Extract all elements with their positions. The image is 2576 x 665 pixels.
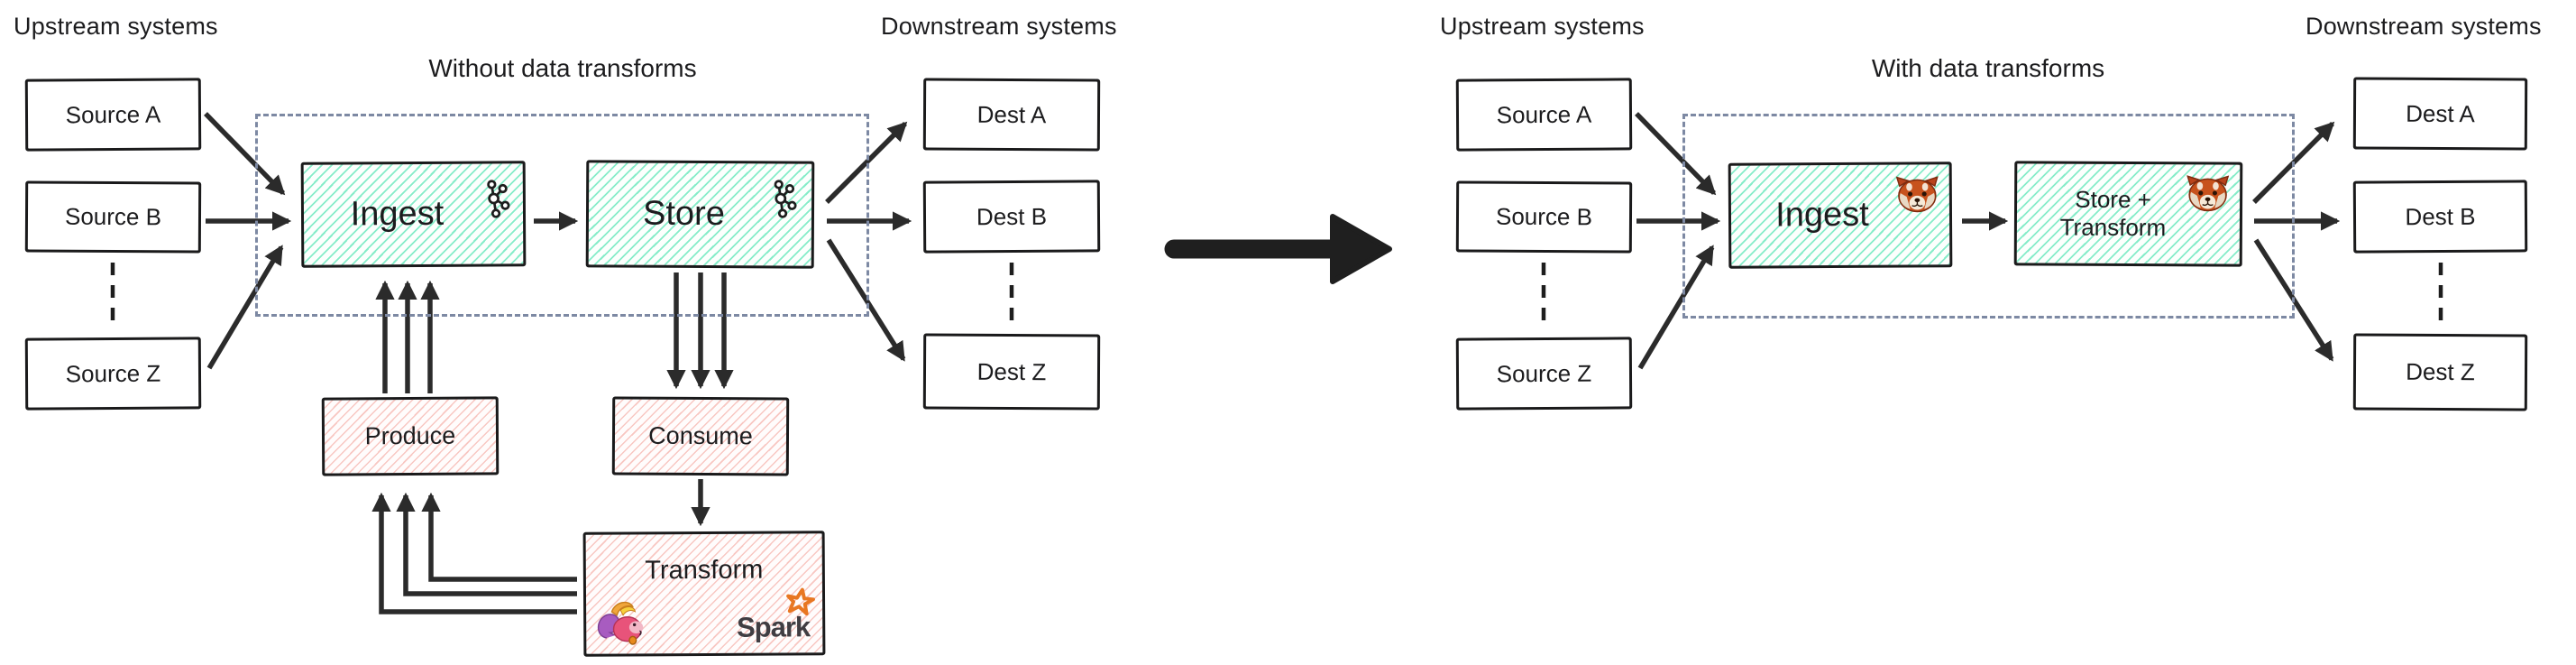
diagram-title-right: With data transforms (1871, 54, 2105, 82)
source-z-label-left: Source Z (65, 359, 161, 387)
kafka-icon (487, 180, 510, 218)
upstream-systems-label-left: Upstream systems (14, 13, 218, 40)
pipeline-boundary-right (1682, 114, 2295, 319)
store-transform-label-line2: Transform (2059, 213, 2167, 242)
downstream-systems-label-left: Downstream systems (881, 13, 1117, 40)
kafka-icon (774, 180, 797, 218)
dest-a-box-right: Dest A (2352, 77, 2528, 151)
arrow-transform-to-produce-1 (421, 492, 577, 582)
spark-logo: Spark (737, 587, 815, 643)
store-transform-label-line1: Store + (2075, 185, 2151, 214)
ingest-label-left: Ingest (350, 194, 445, 234)
source-a-box-left: Source A (24, 78, 202, 152)
dest-b-box-left: Dest B (922, 180, 1101, 254)
store-transform-label: Store + Transform (2060, 186, 2167, 243)
dest-z-box-left: Dest Z (922, 333, 1101, 411)
flink-squirrel-icon (597, 601, 644, 645)
redpanda-icon (1895, 176, 1939, 213)
source-b-label-left: Source B (64, 202, 162, 231)
arrow-transform-to-produce-3 (371, 492, 577, 614)
dest-a-label-left: Dest A (976, 100, 1047, 128)
dest-b-label-left: Dest B (976, 202, 1048, 230)
dest-b-label-right: Dest B (2405, 202, 2476, 230)
source-a-label-right: Source A (1496, 100, 1592, 128)
pipeline-boundary-left (255, 114, 869, 317)
source-z-label-right: Source Z (1496, 359, 1592, 387)
arrow-transform-to-produce-2 (396, 492, 577, 596)
store-box-left: Store (585, 160, 815, 269)
store-transform-box: Store + Transform (2013, 161, 2243, 267)
consume-box: Consume (611, 396, 790, 476)
dest-z-label-left: Dest Z (976, 357, 1047, 385)
produce-label: Produce (364, 421, 456, 450)
source-a-box-right: Source A (1455, 78, 1633, 152)
transform-box: Transform Spark (582, 531, 826, 657)
produce-box: Produce (321, 396, 500, 476)
ingest-box-left: Ingest (300, 161, 527, 268)
redpanda-icon (2186, 175, 2230, 212)
dest-b-box-right: Dest B (2352, 180, 2528, 254)
source-b-label-right: Source B (1495, 202, 1593, 231)
store-label-left: Store (642, 194, 726, 234)
dest-z-box-right: Dest Z (2352, 333, 2528, 411)
source-a-label-left: Source A (65, 100, 161, 128)
source-z-box-right: Source Z (1455, 337, 1633, 411)
diagram-title-left: Without data transforms (428, 54, 697, 82)
upstream-systems-label-right: Upstream systems (1440, 13, 1645, 40)
transition-arrow (1164, 214, 1392, 284)
downstream-systems-label-right: Downstream systems (2306, 13, 2542, 40)
source-z-box-left: Source Z (24, 337, 202, 411)
source-b-box-right: Source B (1455, 180, 1633, 254)
consume-label: Consume (648, 421, 753, 450)
dest-a-box-left: Dest A (922, 78, 1101, 152)
spark-star-icon (786, 587, 815, 616)
transform-label: Transform (645, 555, 764, 586)
ingest-box-right: Ingest (1728, 162, 1953, 269)
ingest-label-right: Ingest (1775, 195, 1869, 235)
dest-a-label-right: Dest A (2406, 99, 2475, 127)
source-b-box-left: Source B (24, 180, 202, 254)
dest-z-label-right: Dest Z (2406, 357, 2475, 386)
